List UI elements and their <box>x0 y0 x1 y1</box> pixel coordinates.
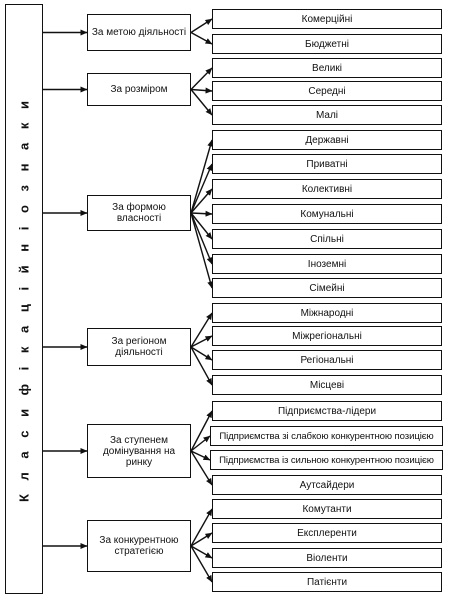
arrow-to-type-2-2 <box>190 188 213 214</box>
type-medium-box: Середні <box>212 81 442 101</box>
category-dominance-label: За ступенем домінування на ринку <box>102 434 176 468</box>
category-region-box: За регіоном діяльності <box>87 328 191 366</box>
type-international-label: Міжнародні <box>300 307 354 319</box>
type-regional-box: Регіональні <box>212 350 442 370</box>
type-strong-position-label: Підприємства із сильною конкурентною поз… <box>219 454 434 466</box>
arrow-to-type-3-1 <box>190 335 213 348</box>
arrow-to-type-4-0 <box>190 410 213 452</box>
type-small-box: Малі <box>212 105 442 125</box>
arrow-to-type-2-4 <box>190 212 213 240</box>
type-violents-box: Віоленти <box>212 548 442 568</box>
type-commercial-box: Комерційні <box>212 9 442 29</box>
type-budget-box: Бюджетні <box>212 34 442 54</box>
category-ownership-box: За формою власності <box>87 195 191 231</box>
type-leaders-box: Підприємства-лідери <box>212 401 442 421</box>
category-size-label: За розміром <box>110 84 168 95</box>
arrow-to-type-0-0 <box>190 18 213 34</box>
type-international-box: Міжнародні <box>212 303 442 323</box>
arrow-to-type-1-1 <box>190 87 213 94</box>
arrow-to-type-5-1 <box>190 532 213 547</box>
type-joint-box: Спільні <box>212 229 442 249</box>
type-collective-box: Колективні <box>212 179 442 199</box>
type-weak-position-box: Підприємства зі слабкою конкурентною поз… <box>210 426 443 446</box>
arrow-to-type-3-0 <box>190 312 213 348</box>
type-leaders-label: Підприємства-лідери <box>277 405 377 417</box>
type-local-box: Місцеві <box>212 375 442 395</box>
arrow-to-type-0-1 <box>190 31 213 45</box>
arrow-to-type-2-1 <box>190 163 213 214</box>
category-purpose-label: За метою діяльності <box>91 27 187 38</box>
type-commutants-box: Комутанти <box>212 499 442 519</box>
arrow-to-type-3-2 <box>190 346 213 361</box>
type-local-label: Місцеві <box>309 379 345 391</box>
category-size-box: За розміром <box>87 73 191 106</box>
type-outsiders-box: Аутсайдери <box>212 475 442 495</box>
type-communal-label: Комунальні <box>300 208 354 220</box>
arrow-to-type-4-3 <box>190 450 213 486</box>
type-small-label: Малі <box>315 109 339 121</box>
type-foreign-box: Іноземні <box>212 254 442 274</box>
type-interregional-box: Міжрегіональні <box>212 326 442 346</box>
type-family-label: Сімейні <box>309 282 345 294</box>
type-regional-label: Регіональні <box>300 354 354 366</box>
type-communal-box: Комунальні <box>212 204 442 224</box>
arrow-to-type-2-0 <box>190 139 214 214</box>
arrow-to-type-2-3 <box>190 210 213 217</box>
type-violents-label: Віоленти <box>306 552 348 564</box>
category-strategy-label: За конкурентною стратегією <box>99 535 179 557</box>
type-outsiders-label: Аутсайдери <box>299 479 355 491</box>
arrow-to-type-2-5 <box>190 212 213 265</box>
arrow-to-type-1-2 <box>190 89 213 116</box>
category-dominance-box: За ступенем домінування на ринку <box>87 424 191 478</box>
type-family-box: Сімейні <box>212 278 442 298</box>
type-commutants-label: Комутанти <box>302 503 352 515</box>
arrow-to-type-5-0 <box>190 508 213 547</box>
type-collective-label: Колективні <box>301 183 353 195</box>
arrow-to-type-4-2 <box>190 450 211 461</box>
arrow-to-type-1-0 <box>190 67 213 90</box>
type-explerents-label: Експлеренти <box>297 527 357 539</box>
category-ownership-label: За формою власності <box>112 202 166 224</box>
type-interregional-label: Міжрегіональні <box>292 330 362 342</box>
type-medium-label: Середні <box>308 85 346 97</box>
arrow-to-type-4-1 <box>190 435 211 452</box>
type-commercial-label: Комерційні <box>301 13 353 25</box>
category-strategy-box: За конкурентною стратегією <box>87 520 191 572</box>
type-explerents-box: Експлеренти <box>212 523 442 543</box>
type-budget-label: Бюджетні <box>305 38 349 50</box>
type-private-label: Приватні <box>306 158 348 170</box>
type-foreign-label: Іноземні <box>307 258 347 270</box>
type-private-box: Приватні <box>212 154 442 174</box>
type-large-label: Великі <box>312 62 342 74</box>
arrow-to-type-3-3 <box>190 346 213 386</box>
type-weak-position-label: Підприємства зі слабкою конкурентною поз… <box>219 430 434 442</box>
type-large-box: Великі <box>212 58 442 78</box>
arrow-to-type-2-6 <box>190 212 214 289</box>
type-patients-box: Патієнти <box>212 572 442 592</box>
type-joint-label: Спільні <box>310 233 344 245</box>
type-state-label: Державні <box>305 134 349 146</box>
type-strong-position-box: Підприємства із сильною конкурентною поз… <box>210 450 443 470</box>
classification-features-title: К л а с и ф і к а ц і й н і о з н а к и <box>16 95 32 503</box>
type-state-box: Державні <box>212 130 442 150</box>
category-region-label: За регіоном діяльності <box>111 336 167 358</box>
category-purpose-box: За метою діяльності <box>87 14 191 51</box>
type-patients-label: Патієнти <box>306 576 348 588</box>
classification-features-box: К л а с и ф і к а ц і й н і о з н а к и <box>5 4 43 594</box>
arrow-to-type-5-2 <box>190 545 213 559</box>
arrow-to-type-5-3 <box>190 545 213 583</box>
